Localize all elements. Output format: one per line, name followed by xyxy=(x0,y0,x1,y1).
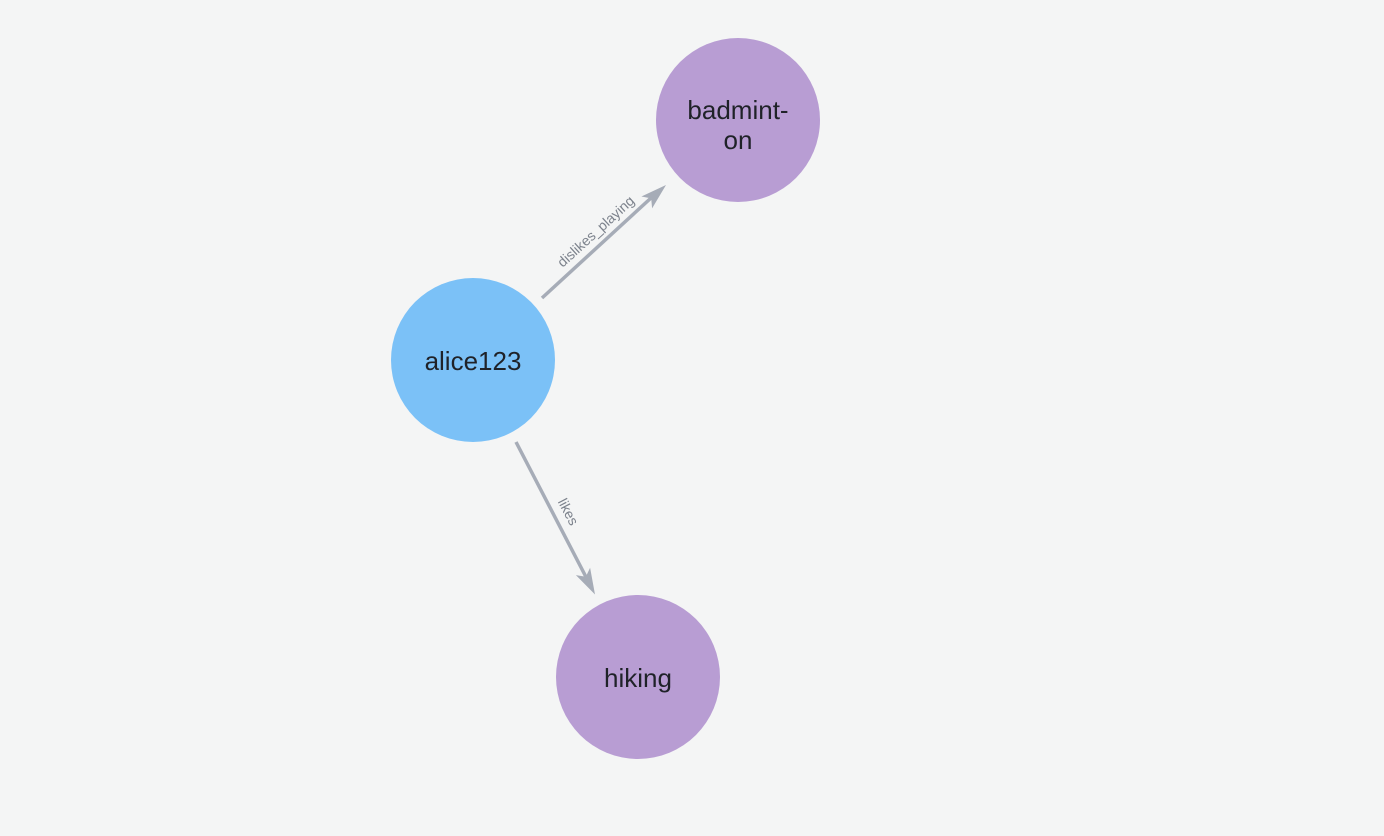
node-label-line: badmint- xyxy=(687,95,788,125)
edge-line-dislikes-playing[interactable] xyxy=(540,196,653,300)
node-label-hiking: hiking xyxy=(604,663,672,693)
node-circle-alice123[interactable] xyxy=(391,278,555,442)
edge-line-likes[interactable] xyxy=(514,441,588,578)
node-hiking: hiking xyxy=(556,595,720,759)
node-badminton: badmint-on xyxy=(656,38,820,202)
node-circle-badminton[interactable] xyxy=(656,38,820,202)
edge-arrowhead xyxy=(641,185,666,209)
node-label-alice123: alice123 xyxy=(425,346,522,376)
edge-arrowhead xyxy=(575,567,595,595)
node-alice123: alice123 xyxy=(391,278,555,442)
edge-likes: likes xyxy=(514,441,595,595)
node-label-line: on xyxy=(724,125,753,155)
edge-label-dislikes-playing: dislikes_playing xyxy=(554,192,637,270)
node-label-badminton: badmint-on xyxy=(687,95,788,155)
node-circle-hiking[interactable] xyxy=(556,595,720,759)
edge-dislikes-playing: dislikes_playing xyxy=(540,185,666,300)
